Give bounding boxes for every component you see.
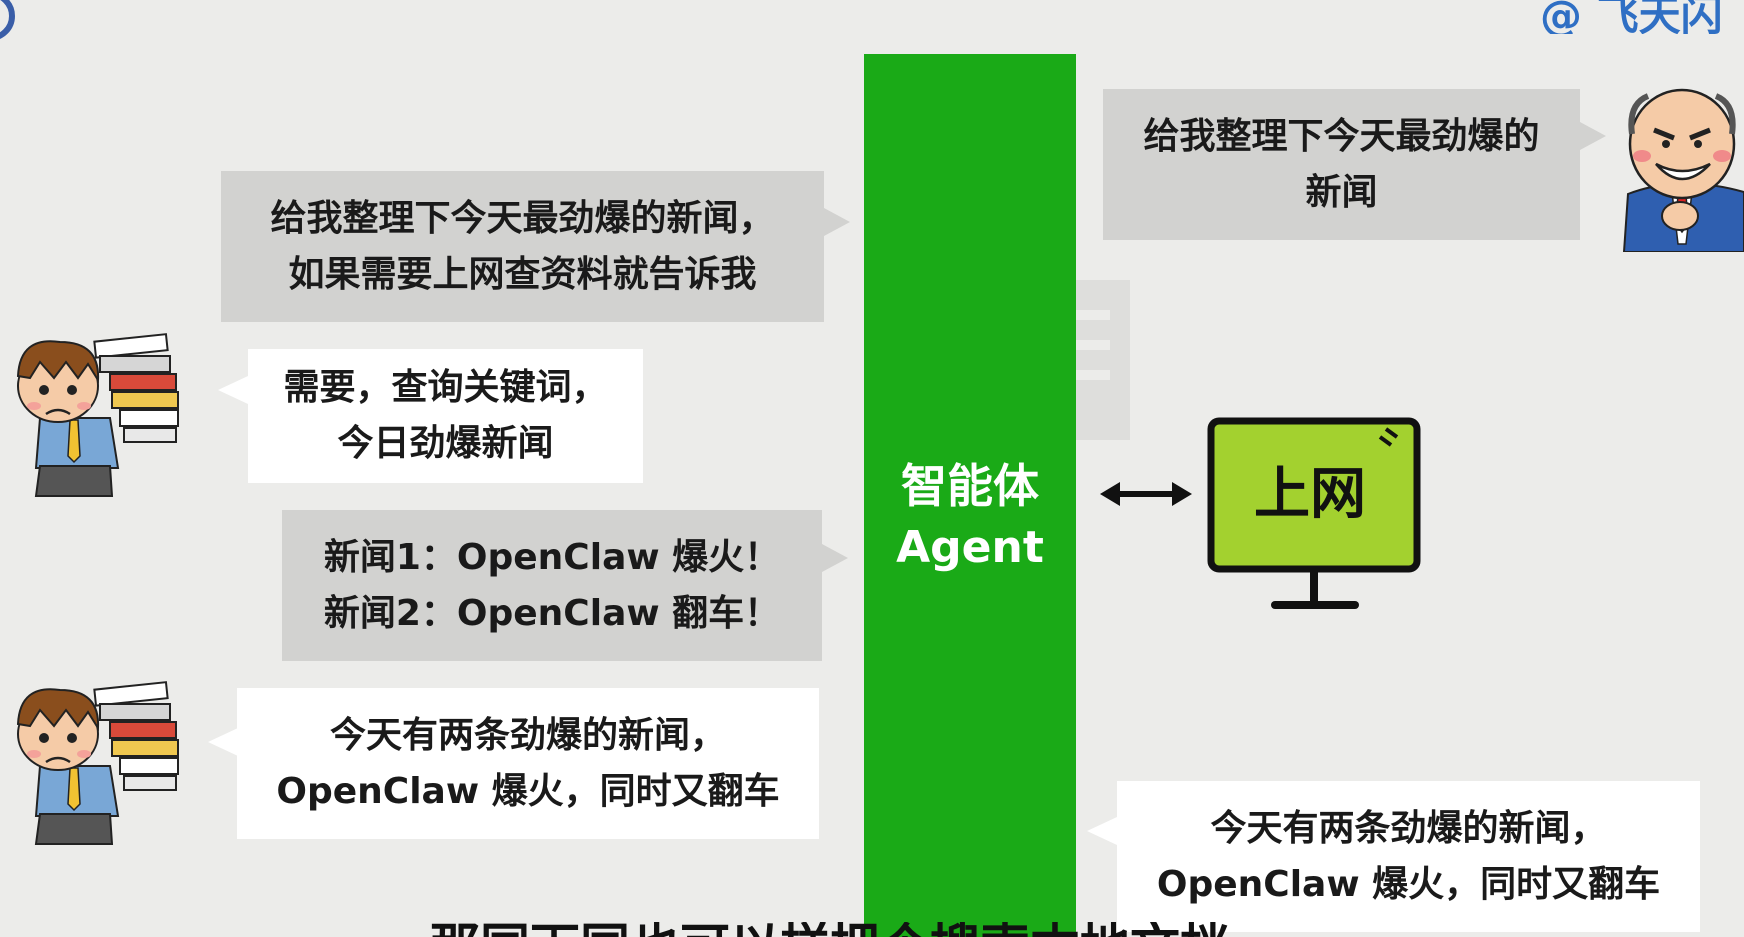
agent-search-bubble: 需要，查询关键词， 今日劲爆新闻 bbox=[248, 349, 643, 483]
agent-column: 智能体 Agent bbox=[864, 54, 1076, 937]
monitor-icon: 上网 bbox=[1207, 417, 1421, 609]
bubble-tail bbox=[218, 376, 248, 404]
channel-handle: @ 飞天闪 bbox=[1540, 0, 1723, 34]
bubble-line: OpenClaw 爆火，同时又翻车 bbox=[276, 770, 780, 812]
boss-character-icon bbox=[1622, 88, 1744, 252]
agent-label-en: Agent bbox=[896, 521, 1044, 573]
agent-summary-left-bubble: 今天有两条劲爆的新闻， OpenClaw 爆火，同时又翻车 bbox=[237, 688, 819, 839]
bubble-tail bbox=[208, 728, 238, 756]
bubble-tail bbox=[1580, 122, 1606, 150]
subtitle-text: 那同下同也可以样把个搜索本地文档 bbox=[430, 922, 1230, 937]
bubble-line: 今天有两条劲爆的新闻， bbox=[1210, 807, 1607, 849]
bubble-line: 新闻 bbox=[1305, 171, 1378, 213]
agent-label-cn: 智能体 bbox=[901, 458, 1039, 513]
double-arrow-icon bbox=[1100, 482, 1192, 506]
bubble-line: 今日劲爆新闻 bbox=[337, 423, 554, 464]
monitor-screen-text: 上网 bbox=[1254, 462, 1366, 527]
news-results-bubble: 新闻1：OpenClaw 爆火！ 新闻2：OpenClaw 翻车！ bbox=[282, 510, 822, 661]
channel-logo-icon bbox=[0, 0, 15, 39]
bubble-line: 新闻1：OpenClaw 爆火！ bbox=[323, 536, 781, 578]
tired-worker-icon bbox=[16, 333, 179, 497]
bubble-tail bbox=[1087, 817, 1117, 845]
user-request-bubble: 给我整理下今天最劲爆的新闻， 如果需要上网查资料就告诉我 bbox=[221, 171, 824, 322]
bubble-line: 给我整理下今天最劲爆的 bbox=[1143, 115, 1540, 157]
agent-summary-right-bubble: 今天有两条劲爆的新闻， OpenClaw 爆火，同时又翻车 bbox=[1117, 781, 1700, 932]
tired-worker-icon bbox=[16, 681, 179, 845]
bubble-line: 给我整理下今天最劲爆的新闻， bbox=[270, 197, 775, 239]
bubble-tail bbox=[824, 208, 850, 236]
bubble-line: 如果需要上网查资料就告诉我 bbox=[288, 253, 757, 295]
bubble-line: 需要，查询关键词， bbox=[283, 367, 608, 408]
bubble-tail bbox=[822, 544, 848, 572]
boss-request-bubble: 给我整理下今天最劲爆的 新闻 bbox=[1103, 89, 1580, 240]
bubble-line: OpenClaw 爆火，同时又翻车 bbox=[1156, 863, 1661, 905]
bubble-line: 新闻2：OpenClaw 翻车！ bbox=[323, 592, 781, 634]
bubble-line: 今天有两条劲爆的新闻， bbox=[329, 714, 726, 756]
video-subtitle: 那同下同也可以样把个搜索本地文档 bbox=[0, 922, 1744, 937]
